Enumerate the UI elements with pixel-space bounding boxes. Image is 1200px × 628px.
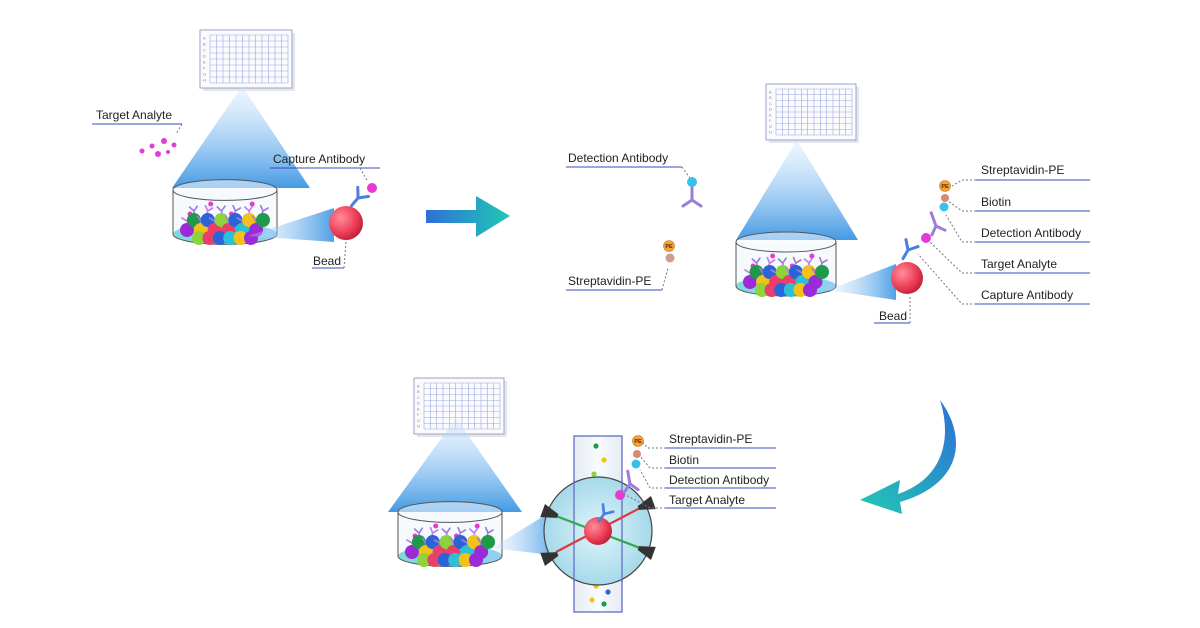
plate-row-letter: F (417, 412, 420, 417)
plate-row-letter: B (769, 95, 772, 100)
well-dish (172, 179, 278, 245)
plate-row-letter: E (203, 60, 206, 65)
label-bead: Bead (313, 254, 342, 268)
label-target-analyte: Target Analyte (981, 257, 1058, 271)
label-target-analyte: Target Analyte (669, 493, 746, 507)
plate-row-letter: B (417, 389, 420, 394)
label-biotin: Biotin (669, 453, 700, 467)
plate-row-letter: F (203, 66, 206, 71)
label-biotin: Biotin (981, 195, 1012, 209)
bead (891, 262, 923, 294)
label-detection-antibody: Detection Antibody (981, 226, 1082, 240)
pe-badge: PE (634, 439, 642, 445)
label-capture-antibody: Capture Antibody (273, 152, 366, 166)
plate-row-letter: E (417, 406, 420, 411)
plate-row-letter: F (769, 118, 772, 123)
well-dish (735, 231, 837, 297)
sandwich-complex-icon: PE (901, 180, 951, 261)
capture-antibody-icon (350, 183, 377, 208)
light-cone (736, 140, 858, 240)
magnify-beam (492, 506, 560, 556)
plate-row-letter: C (417, 395, 420, 400)
label-detection-antibody: Detection Antibody (669, 473, 770, 487)
plate-row-letter: D (203, 54, 206, 59)
detection-antibody-icon (681, 177, 703, 208)
pe-badge: PE (941, 184, 949, 190)
plate-row-letter: H (417, 424, 420, 429)
plate-row-letter: D (769, 107, 772, 112)
plate-row-letter: E (769, 112, 772, 117)
label-target-analyte: Target Analyte (96, 108, 173, 122)
magnify-beam (828, 264, 896, 300)
label-streptavidin-pe: Streptavidin-PE (981, 163, 1065, 177)
plate-row-letter: D (417, 401, 420, 406)
pe-badge: PE (665, 244, 673, 250)
plate-row-letter: C (203, 48, 206, 53)
curved-arrow-icon (860, 400, 957, 514)
bead (329, 206, 363, 240)
flow-tube: PE (540, 435, 656, 613)
well-dish (397, 501, 503, 567)
plate-row-letter: G (769, 124, 772, 129)
plate-row-letter: A (203, 36, 206, 41)
streptavidin-pe-icon: PE (663, 240, 675, 263)
plate-row-letter: G (203, 72, 206, 77)
analyte-dots (139, 138, 177, 157)
light-cone (172, 86, 310, 188)
plate-row-letter: A (769, 89, 772, 94)
plate-row-letter: C (769, 101, 772, 106)
plate-row-letter: B (203, 42, 206, 47)
label-capture-antibody: Capture Antibody (981, 288, 1074, 302)
plate-row-letter: H (203, 78, 206, 83)
label-streptavidin-pe: Streptavidin-PE (669, 432, 753, 446)
light-cone (388, 418, 522, 512)
label-streptavidin-pe: Streptavidin-PE (568, 274, 652, 288)
plate-row-letter: H (769, 130, 772, 135)
arrow-right-icon (426, 196, 510, 237)
label-bead: Bead (879, 309, 908, 323)
label-detection-antibody: Detection Antibody (568, 151, 669, 165)
magnify-beam (248, 208, 334, 242)
plate-row-letter: A (417, 383, 420, 388)
panel-2-reagents: PE (566, 166, 703, 291)
plate-row-letter: G (417, 418, 420, 423)
